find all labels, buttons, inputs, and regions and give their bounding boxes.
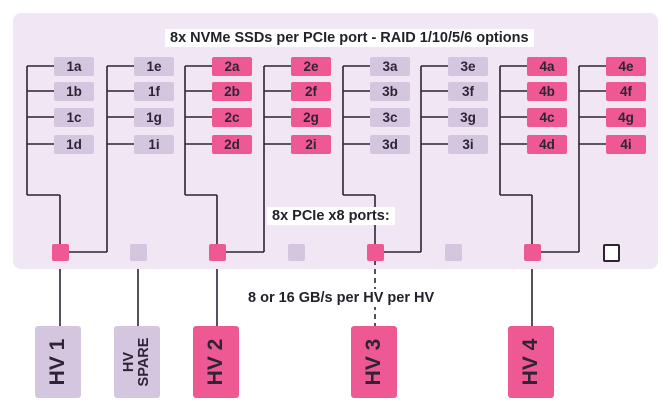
ssd-4i: 4i	[606, 134, 646, 154]
ssd-1e: 1e	[134, 56, 174, 76]
ssd-4b: 4b	[527, 81, 567, 101]
ssd-3f: 3f	[448, 81, 488, 101]
pcie-port-6	[444, 243, 462, 261]
ssd-3i: 3i	[448, 134, 488, 154]
ssd-2d: 2d	[212, 134, 252, 154]
ssd-4f: 4f	[606, 81, 646, 101]
ssd-1a: 1a	[54, 56, 94, 76]
diagram-title: 8x NVMe SSDs per PCIe port - RAID 1/10/5…	[165, 29, 534, 47]
ssd-1b: 1b	[54, 81, 94, 101]
ssd-4c: 4c	[527, 107, 567, 127]
pcie-port-5	[366, 243, 384, 261]
pcie-port-8	[602, 243, 620, 262]
ssd-4e: 4e	[606, 56, 646, 76]
ssd-4a: 4a	[527, 56, 567, 76]
hypervisor-3: HV 2	[193, 326, 239, 398]
ssd-3c: 3c	[370, 107, 410, 127]
ssd-4d: 4d	[527, 134, 567, 154]
ssd-3a: 3a	[370, 56, 410, 76]
ssd-1i: 1i	[134, 134, 174, 154]
hypervisor-label: HV 1	[46, 338, 69, 386]
hypervisor-2: HV SPARE	[114, 326, 160, 398]
ssd-1f: 1f	[134, 81, 174, 101]
pcie-port-4	[287, 243, 305, 261]
ssd-2a: 2a	[212, 56, 252, 76]
hypervisor-5: HV 4	[508, 326, 554, 398]
ssd-1c: 1c	[54, 107, 94, 127]
ssd-2g: 2g	[291, 107, 331, 127]
pcie-port-2	[129, 243, 147, 261]
ssd-2b: 2b	[212, 81, 252, 101]
ssd-2e: 2e	[291, 56, 331, 76]
ssd-1d: 1d	[54, 134, 94, 154]
ssd-3d: 3d	[370, 134, 410, 154]
ssd-3b: 3b	[370, 81, 410, 101]
hypervisor-label: HV 2	[204, 338, 227, 386]
hypervisor-label: HV 4	[519, 338, 542, 386]
ssd-2c: 2c	[212, 107, 252, 127]
pcie-port-1	[51, 243, 69, 261]
ssd-3e: 3e	[448, 56, 488, 76]
pcie-port-3	[208, 243, 226, 261]
ssd-1g: 1g	[134, 107, 174, 127]
ssd-3g: 3g	[448, 107, 488, 127]
ssd-2f: 2f	[291, 81, 331, 101]
hypervisor-4: HV 3	[351, 326, 397, 398]
hypervisor-label: HV SPARE	[121, 337, 152, 387]
pcie-port-7	[523, 243, 541, 261]
bandwidth-label: 8 or 16 GB/s per HV per HV	[243, 289, 440, 307]
hypervisor-1: HV 1	[35, 326, 81, 398]
ports-label: 8x PCIe x8 ports:	[267, 207, 395, 225]
hypervisor-label: HV 3	[362, 338, 385, 386]
ssd-4g: 4g	[606, 107, 646, 127]
ssd-2i: 2i	[291, 134, 331, 154]
